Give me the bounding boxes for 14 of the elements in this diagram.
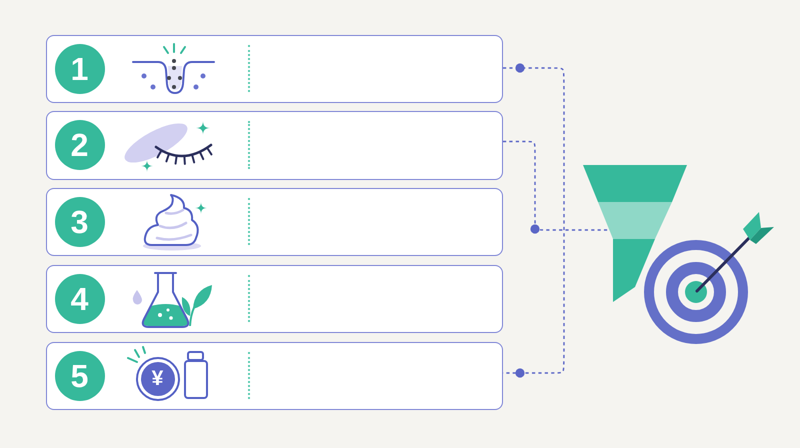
step-number: 2 — [54, 120, 104, 170]
connector-line — [503, 63, 565, 378]
step-number: 5 — [54, 350, 104, 400]
step-row-card — [46, 342, 503, 410]
currency-symbol: ¥ — [150, 366, 164, 390]
step-row-card — [46, 265, 503, 333]
step-number: 3 — [54, 196, 104, 246]
step-row-card — [46, 188, 503, 256]
step-row-card — [46, 111, 503, 180]
step-row-card — [46, 35, 503, 103]
step-number: 4 — [54, 274, 104, 324]
connector-line — [503, 140, 610, 231]
step-number: 1 — [54, 44, 104, 94]
funnel-shape — [583, 165, 687, 302]
